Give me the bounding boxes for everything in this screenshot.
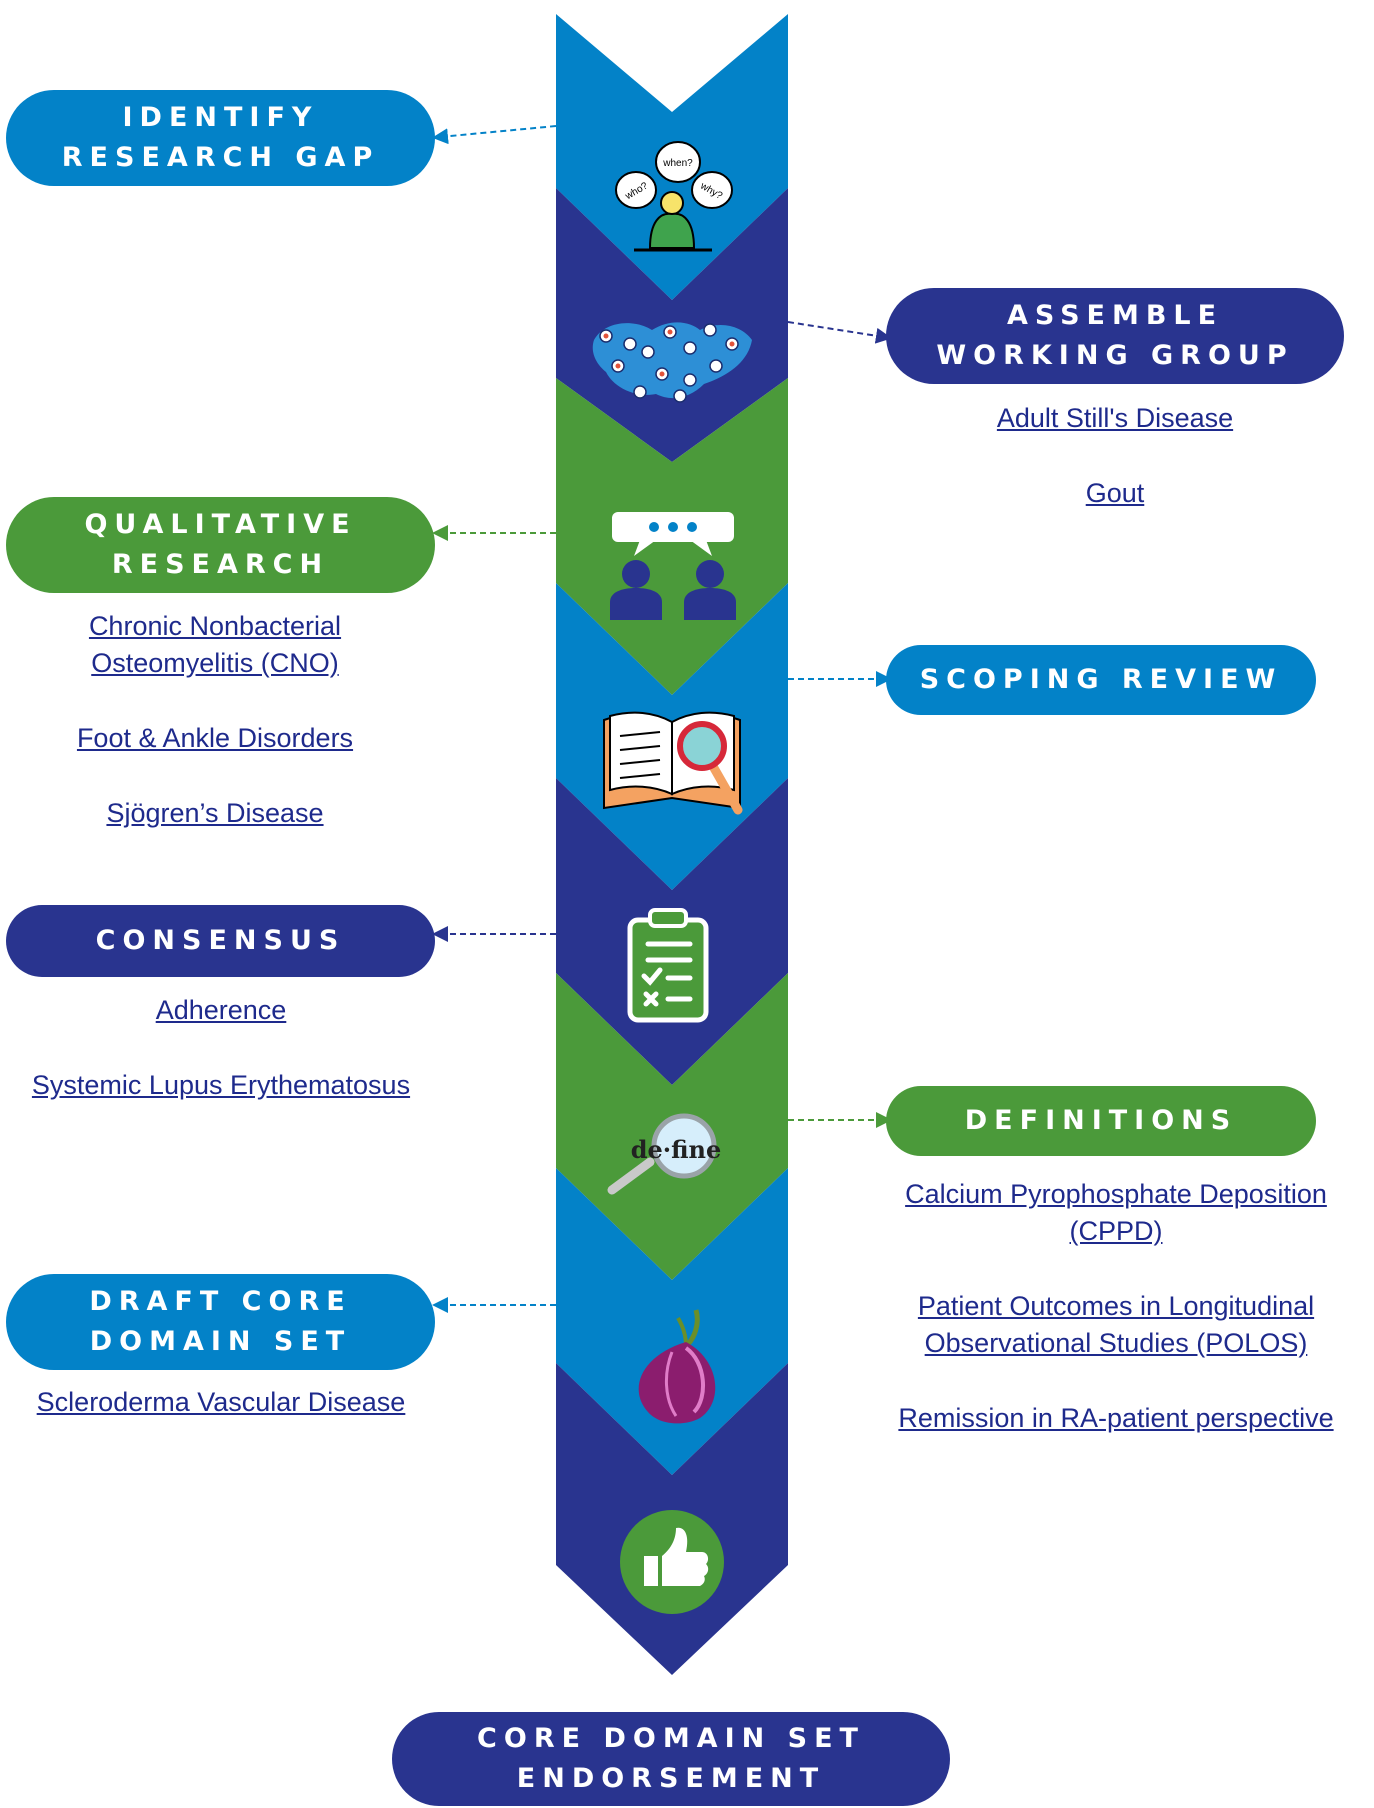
connectors xyxy=(432,125,892,1313)
scoping-review-text: SCOPING REVIEW xyxy=(919,664,1283,695)
link-gout[interactable]: Gout xyxy=(1085,478,1145,508)
qualitative-research-text: QUALITATIVE RESEARCH xyxy=(84,509,357,580)
clipboard-checklist-icon xyxy=(627,908,709,1023)
people-questions-icon: when? who? why? xyxy=(615,141,733,252)
qualitative-research-label: QUALITATIVE RESEARCH xyxy=(6,497,435,593)
draft-core-domain-set-text: DRAFT CORE DOMAIN SET xyxy=(89,1286,352,1357)
assemble-working-group-text: ASSEMBLE WORKING GROUP xyxy=(936,300,1294,371)
link-chronic-nonbacterial-osteomyelitis[interactable]: Chronic Nonbacterial Osteomyelitis (CNO) xyxy=(88,611,342,678)
core-domain-set-endorsement-text: CORE DOMAIN SET ENDORSEMENT xyxy=(477,1723,865,1794)
thumbs-up-icon xyxy=(620,1510,724,1614)
assemble-working-group-links: Adult Still's Disease Gout xyxy=(886,400,1344,512)
define-icon-text: de·fine xyxy=(631,1135,722,1164)
link-polos[interactable]: Patient Outcomes in Longitudinal Observa… xyxy=(917,1291,1315,1358)
assemble-working-group-label: ASSEMBLE WORKING GROUP xyxy=(886,288,1344,384)
onion-icon xyxy=(638,1309,716,1424)
connector-assemble xyxy=(787,321,892,344)
link-foot-ankle-disorders[interactable]: Foot & Ankle Disorders xyxy=(76,723,354,753)
link-sjogrens-disease[interactable]: Sjögren’s Disease xyxy=(106,798,324,828)
link-adherence[interactable]: Adherence xyxy=(155,995,287,1025)
consensus-links: Adherence Systemic Lupus Erythematosus xyxy=(0,992,442,1104)
connector-identify xyxy=(432,125,557,145)
chevron-ribbon xyxy=(556,14,788,1675)
qualitative-research-links: Chronic Nonbacterial Osteomyelitis (CNO)… xyxy=(40,608,390,832)
definitions-links: Calcium Pyrophosphate Deposition (CPPD) … xyxy=(862,1176,1370,1437)
discussion-icon xyxy=(610,512,736,620)
link-adult-stills-disease[interactable]: Adult Still's Disease xyxy=(996,403,1234,433)
definitions-label: DEFINITIONS xyxy=(886,1086,1316,1156)
draft-core-domain-set-links: Scleroderma Vascular Disease xyxy=(0,1384,442,1421)
link-cppd[interactable]: Calcium Pyrophosphate Deposition (CPPD) xyxy=(905,1179,1327,1246)
consensus-label: CONSENSUS xyxy=(6,905,435,977)
consensus-text: CONSENSUS xyxy=(95,925,346,956)
link-remission-ra[interactable]: Remission in RA-patient perspective xyxy=(898,1403,1334,1433)
define-magnifier-icon: de·fine xyxy=(607,1113,722,1195)
identify-research-gap-label: IDENTIFY RESEARCH GAP xyxy=(6,90,435,186)
book-search-icon xyxy=(603,711,743,815)
ribbon-segment-draft xyxy=(556,1168,788,1475)
when-bubble-text: when? xyxy=(662,158,693,169)
definitions-text: DEFINITIONS xyxy=(964,1105,1238,1136)
core-domain-set-endorsement-label: CORE DOMAIN SET ENDORSEMENT xyxy=(392,1712,950,1806)
identify-research-gap-text: IDENTIFY RESEARCH GAP xyxy=(61,102,380,173)
world-network-icon xyxy=(592,322,752,403)
scoping-review-label: SCOPING REVIEW xyxy=(886,645,1316,715)
draft-core-domain-set-label: DRAFT CORE DOMAIN SET xyxy=(6,1274,435,1370)
link-systemic-lupus-erythematosus[interactable]: Systemic Lupus Erythematosus xyxy=(31,1070,411,1100)
link-scleroderma-vascular-disease[interactable]: Scleroderma Vascular Disease xyxy=(36,1387,406,1417)
